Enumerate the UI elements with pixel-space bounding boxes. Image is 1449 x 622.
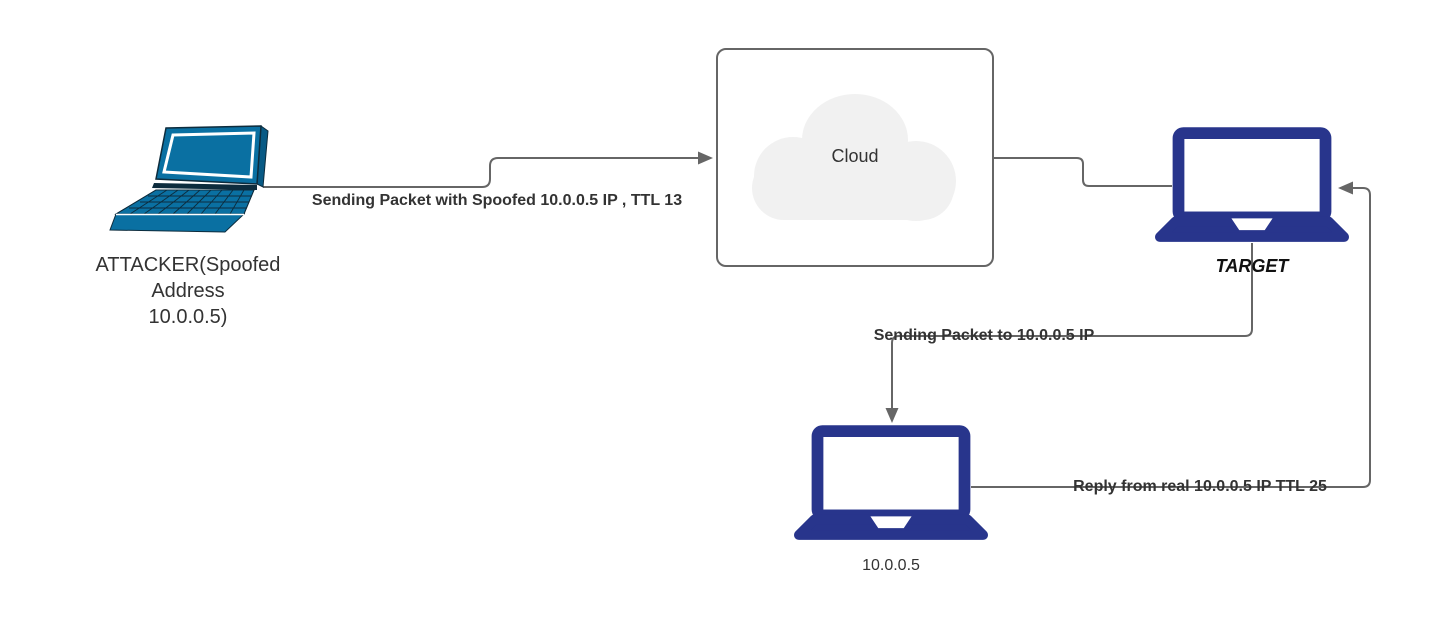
edge-label-target-to-real-host: Sending Packet to 10.0.0.5 IP xyxy=(873,327,1095,344)
node-real-host: 10.0.0.5 xyxy=(793,424,989,574)
edge-label-real-host-to-target: Reply from real 10.0.0.5 IP TTL 25 xyxy=(1073,478,1327,495)
laptop-icon xyxy=(1154,127,1350,242)
attacker-label: ATTACKER(Spoofed Address 10.0.0.5) xyxy=(88,252,288,330)
arrowhead-into-cloud xyxy=(698,151,713,165)
edge-cloud-to-target xyxy=(994,157,1172,187)
real-host-label: 10.0.0.5 xyxy=(862,557,920,574)
laptop-3d-icon xyxy=(109,125,269,233)
cloud-icon xyxy=(752,94,956,221)
node-target: TARGET xyxy=(1154,126,1350,276)
edge-real-host-to-target xyxy=(971,187,1371,488)
attacker-label-line3: 10.0.0.5) xyxy=(148,306,228,328)
node-cloud: Cloud xyxy=(716,48,994,267)
laptop-icon xyxy=(793,425,989,540)
edge-target-to-real-host xyxy=(891,243,1253,409)
edge-label-attacker-to-cloud: Sending Packet with Spoofed 10.0.0.5 IP … xyxy=(311,192,683,209)
attacker-label-line2: Address xyxy=(151,280,225,302)
target-label: TARGET xyxy=(1215,256,1289,276)
node-attacker: ATTACKER(Spoofed Address 10.0.0.5) xyxy=(96,122,280,328)
arrowhead-into-real-host xyxy=(885,408,899,423)
edge-attacker-to-cloud xyxy=(263,157,699,188)
arrowhead-into-target xyxy=(1338,181,1353,195)
cloud-label: Cloud xyxy=(831,146,879,166)
attacker-label-line1: ATTACKER(Spoofed xyxy=(95,254,281,276)
